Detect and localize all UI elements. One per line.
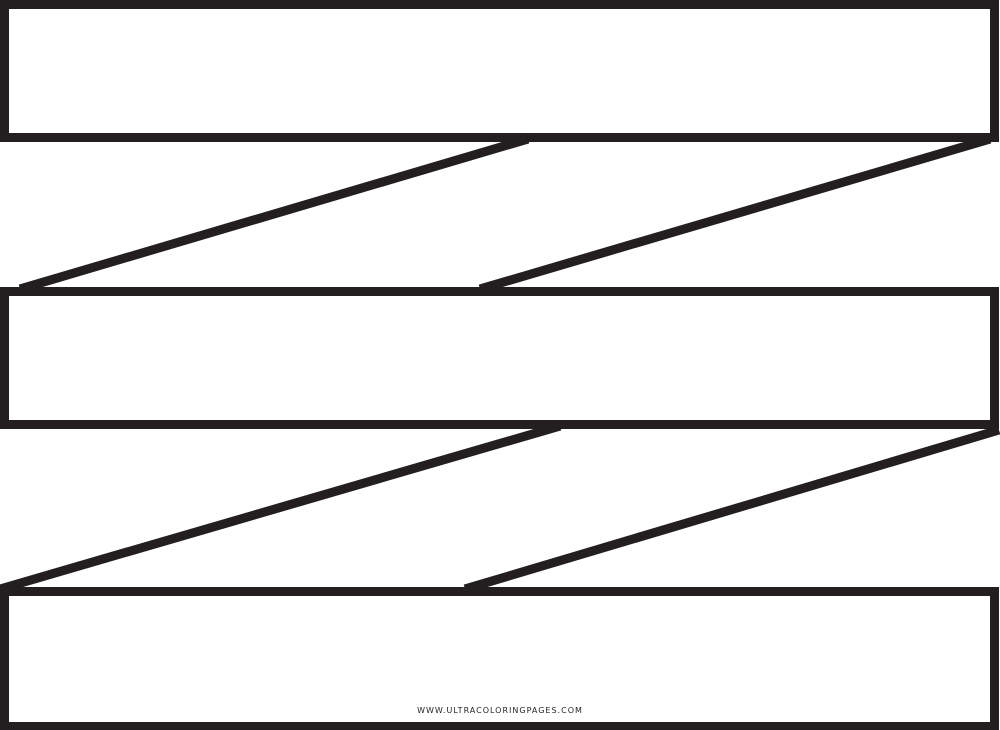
band-middle: [0, 287, 999, 429]
diagonal-line-4: [463, 425, 1000, 594]
band-top: [0, 0, 999, 142]
diagonal-line-2: [478, 134, 992, 294]
diagonal-line-1: [18, 134, 530, 294]
watermark-text: WWW.ULTRACOLORINGPAGES.COM: [417, 706, 583, 715]
band-bottom: [0, 587, 999, 730]
diagonal-line-3: [0, 421, 562, 594]
